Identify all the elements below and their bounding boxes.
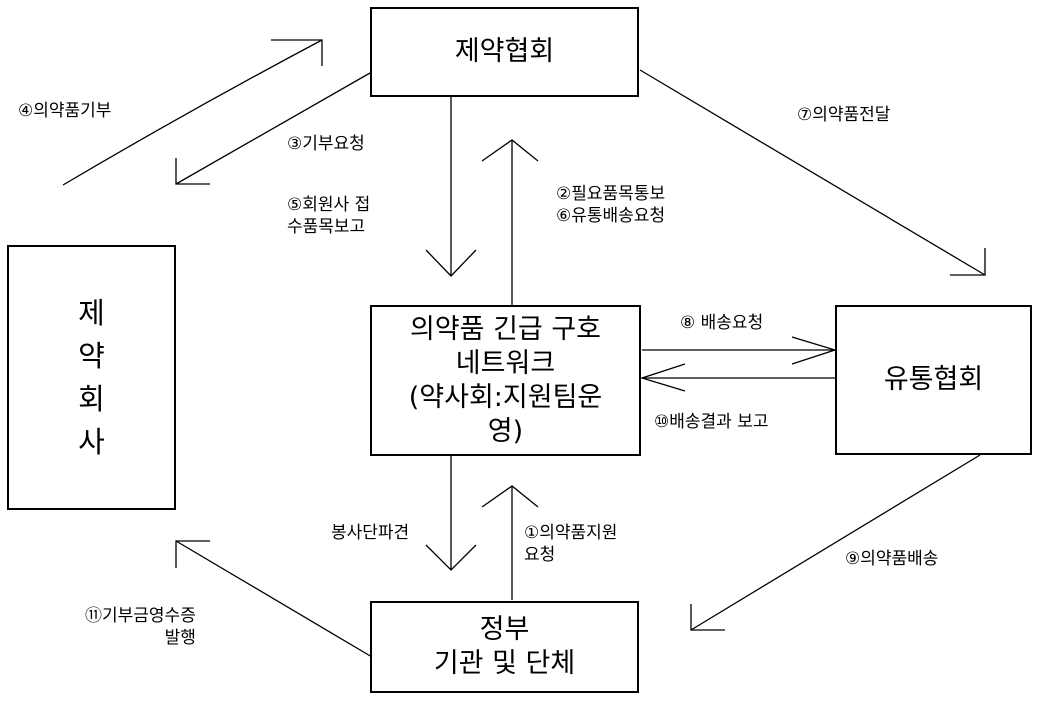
edge-label-dispatch-volunteers: 봉사단파견 (331, 523, 410, 543)
node-government: 정부 기관 및 단체 (370, 601, 639, 693)
edge-label-issue-receipt: ⑪기부금영수증 발행 (85, 606, 196, 648)
edge-label-report-items: ⑤회원사 접 수품목보고 (287, 195, 371, 237)
arrow-ship-drugs (690, 454, 981, 631)
edge-label-donate: ④의약품기부 (18, 101, 112, 121)
node-pharma-association-label: 제약협회 (454, 36, 555, 67)
arrowhead-request-donation (175, 158, 210, 185)
arrowhead-donate (271, 39, 323, 66)
arrowhead-report-items (425, 249, 477, 277)
edge-label-report-delivery: ⑩배송결과 보고 (654, 412, 769, 432)
arrowhead-dispatch-volunteers (425, 544, 477, 571)
node-distribution-association: 유통협회 (835, 305, 1032, 455)
node-distribution-association-label: 유통협회 (883, 364, 984, 395)
edge-label-request-support: ①의약품지원 요청 (524, 523, 618, 565)
arrowhead-issue-receipt (175, 540, 210, 568)
node-pharma-company: 제 약 회 사 (7, 245, 176, 510)
edge-label-notify-items: ②필요품목통보 ⑥유통배송요청 (556, 184, 666, 226)
edge-label-request-delivery: ⑧ 배송요청 (680, 313, 764, 333)
arrowhead-deliver-drugs (950, 248, 986, 276)
edge-label-ship-drugs: ⑨의약품배송 (845, 549, 939, 569)
node-pharma-association: 제약협회 (370, 7, 639, 97)
arrowhead-request-support (481, 485, 539, 508)
arrow-issue-receipt (175, 540, 373, 658)
edge-label-request-donation: ③기부요청 (287, 134, 365, 154)
arrowhead-report-delivery (639, 363, 686, 392)
node-pharma-company-label: 제 약 회 사 (78, 295, 105, 459)
node-network: 의약품 긴급 구호 네트워크 (약사회:지원팀운 영) (370, 305, 641, 456)
arrow-deliver-drugs (639, 69, 986, 276)
arrowhead-ship-drugs (690, 604, 725, 631)
arrowhead-notify-items (481, 139, 539, 162)
node-network-label: 의약품 긴급 구호 네트워크 (약사회:지원팀운 영) (408, 313, 603, 447)
arrow-request-donation (175, 72, 371, 185)
node-government-label: 정부 기관 및 단체 (433, 614, 576, 679)
edge-label-deliver-drugs: ⑦의약품전달 (797, 105, 891, 125)
arrow-donate (62, 39, 323, 186)
